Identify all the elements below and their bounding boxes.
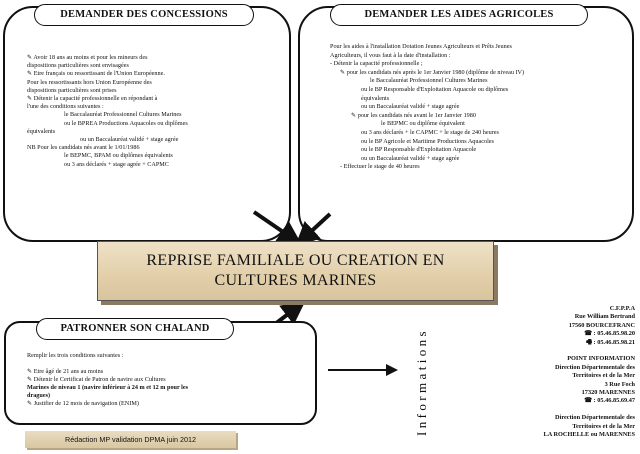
contact-line: ☎ : 05.46.85.98.20 <box>584 330 635 338</box>
center-line-1: REPRISE FAMILIALE OU CREATION EN <box>146 252 445 269</box>
concessions-line: le Baccalauréat Professionnel Cultures M… <box>64 111 182 119</box>
aides-line: équivalents <box>361 94 390 102</box>
concessions-line: dispositions particulières sont envisagé… <box>27 62 129 70</box>
patronner-line: ✎ Justifier de 12 mois de navigation (EN… <box>27 400 139 407</box>
contact-line: Direction Départementale des <box>555 363 635 371</box>
concessions-line: ou 3 ans déclarés + stage agrée + CAPMC <box>64 160 169 168</box>
contact-line: Territoires et de la Mer <box>572 422 635 430</box>
aides-line: Pour les aides à l'installation Dotation… <box>330 43 512 50</box>
aides-line: ✎ pour les candidats nés après le 1er Ja… <box>340 68 525 76</box>
contact-line: 17320 MARENNES <box>581 389 635 396</box>
concessions-line: dispositions particulières sont prises <box>27 86 117 94</box>
aides-line: ou le BP Agricole et Maritime Production… <box>361 137 494 145</box>
contact-line: Direction Départementale des <box>555 414 635 422</box>
concessions-line: l'une des conditions suivantes : <box>27 103 104 111</box>
contact-line: C.F.P.P.A <box>609 305 635 312</box>
concessions-box <box>3 6 291 242</box>
aides-line: - Effectuer le stage de 40 heures <box>340 163 420 171</box>
aides-line: ✎ pour les candidats nés avant le 1er Ja… <box>351 111 476 119</box>
patronner-line: dragues) <box>27 392 51 399</box>
contact-line: 17560 BOURCEFRANC <box>568 321 635 329</box>
aides-title-frame <box>330 4 588 26</box>
concessions-line: ✎ Etre français ou ressortissant de l'Un… <box>27 70 165 78</box>
concessions-title-frame <box>34 4 254 26</box>
contact-line: 🖷 : 05.46.85.98.21 <box>586 338 635 346</box>
concessions-line: ✎ Avoir 18 ans au moins et pour les mine… <box>27 54 148 61</box>
aides-line: le BEPMC ou diplôme équivalent <box>381 120 465 128</box>
center-banner: REPRISE FAMILIALE OU CREATION EN CULTURE… <box>97 241 494 301</box>
patronner-intro: Remplir les trois conditions suivantes : <box>27 352 124 359</box>
patronner-title-frame <box>36 318 234 340</box>
aides-line: ou le BP Responsable d'Exploitation Aqua… <box>361 146 477 154</box>
contact-line: 3 Rue Foch <box>604 380 635 388</box>
contact-line: POINT INFORMATION <box>567 355 635 363</box>
concessions-line: ou le BPREA Productions Aquacoles ou dip… <box>64 119 188 127</box>
concessions-line: NB Pour les candidats nés avant le 1/01/… <box>27 144 140 152</box>
patronner-line: ✎ Détenir le Certificat de Patron de nav… <box>27 376 166 383</box>
aides-line: ou 3 ans déclarés + le CAPMC + le stage … <box>361 129 499 136</box>
aides-line: ou un Baccalauréat validé + stage agrée <box>361 103 460 111</box>
aides-line: Agriculteurs, il vous faut à la date d'i… <box>330 51 451 59</box>
concessions-line: ✎ Détenir la capacité professionnelle en… <box>27 95 158 102</box>
concessions-title: DEMANDER DES CONCESSIONS <box>60 9 228 20</box>
concessions-line: Pour les ressortissants hors Union Europ… <box>27 78 152 86</box>
concessions-line: ou un Baccalauréat validé + stage agrée <box>80 136 179 143</box>
center-line-2: CULTURES MARINES <box>214 272 377 289</box>
contact-line: ☎ : 05.46.85.69.47 <box>584 397 635 405</box>
aides-line: ou un Baccalauréat validé + stage agrée <box>361 154 460 162</box>
concessions-line: équivalents <box>27 127 56 135</box>
patronner-title: PATRONNER SON CHALAND <box>60 323 210 334</box>
aides-title: DEMANDER LES AIDES AGRICOLES <box>364 9 554 20</box>
redaction-note: Rédaction MP validation DPMA juin 2012 <box>25 431 236 448</box>
patronner-line: ✎ Etre âgé de 21 ans au moins <box>27 368 104 375</box>
concessions-line: le BEPMC, BPAM ou diplômes équivalents <box>64 152 173 160</box>
aides-box <box>298 6 634 242</box>
contact-line: Territoires et de la Mer <box>572 372 635 380</box>
contact-line: Rue William Bertrand <box>574 313 635 321</box>
aides-line: le Baccalauréat Professionnel Cultures M… <box>370 77 488 85</box>
informations-label: Informations <box>407 318 437 446</box>
contact-line: LA ROCHELLE ou MARENNES <box>543 431 636 438</box>
aides-line: ou le BP Responsable d'Exploitation Aqua… <box>361 86 509 93</box>
patronner-line: Marines de niveau 1 (navire inférieur à … <box>27 384 189 391</box>
aides-line: - Détenir la capacité professionnelle ; <box>330 60 423 68</box>
informations-text: Informations <box>414 328 429 436</box>
